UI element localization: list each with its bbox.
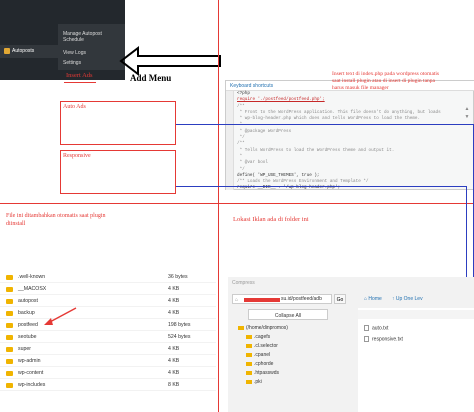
tree-item[interactable]: .htpasswds xyxy=(246,370,279,376)
insert-text-note: Insert text di index.php pada wordpress … xyxy=(332,71,440,91)
path-redaction xyxy=(244,298,280,302)
auto-ads-label: Auto Ads xyxy=(63,104,86,110)
folder-icon xyxy=(238,325,244,330)
compress-button[interactable]: Compress xyxy=(232,280,255,286)
tree-item[interactable]: .cpanel xyxy=(246,352,270,358)
horizontal-divider xyxy=(0,203,474,204)
code-line: * xyxy=(237,153,243,159)
code-line: */ xyxy=(237,166,245,172)
folder-icon xyxy=(246,370,252,375)
responsive-box: Responsive xyxy=(60,150,176,194)
folder-icon xyxy=(6,347,13,352)
folder-icon xyxy=(6,383,13,388)
submenu-view-logs[interactable]: View Logs xyxy=(63,50,86,56)
collapse-all-button[interactable]: Collapse All xyxy=(248,309,328,320)
up-one-level-button[interactable]: ↑ Up One Lev xyxy=(392,296,423,302)
file-list-header xyxy=(358,310,474,319)
folder-icon xyxy=(6,335,13,340)
cpanel-file-manager: Compress ⌂ su.id/postfeed/adb Go Collaps… xyxy=(228,277,474,412)
folder-icon xyxy=(246,361,252,366)
code-line: * Front to the WordPress application. Th… xyxy=(237,109,441,115)
tree-item[interactable]: .cl.selector xyxy=(246,343,278,349)
folder-icon xyxy=(6,299,13,304)
editor-scroll-controls[interactable]: ▲▼ xyxy=(464,106,470,120)
code-line: * Tells WordPress to load the WordPress … xyxy=(237,147,395,153)
file-icon xyxy=(364,325,369,331)
keyboard-shortcuts-link[interactable]: Keyboard shortcuts xyxy=(230,83,274,89)
code-line: * @package WordPress xyxy=(237,128,292,134)
code-line: <?php xyxy=(237,91,250,96)
code-line: */ xyxy=(237,135,245,141)
code-line: /** xyxy=(237,141,245,147)
location-note: Lokasi Iklan ada di folder ini xyxy=(233,216,309,223)
line-gutter xyxy=(226,91,234,190)
file-responsive-txt[interactable]: responsive.txt xyxy=(364,336,403,342)
arrow-left-icon xyxy=(119,45,221,76)
path-input[interactable]: ⌂ su.id/postfeed/adb xyxy=(232,294,332,304)
folder-icon xyxy=(6,287,13,292)
responsive-label: Responsive xyxy=(63,153,91,159)
connector-responsive-top xyxy=(176,186,466,187)
plugin-icon xyxy=(4,48,10,54)
folder-icon xyxy=(246,379,252,384)
up-arrow-icon: ↑ xyxy=(392,296,396,302)
menu-item-autoposts[interactable]: Autoposts xyxy=(0,45,58,58)
folder-icon xyxy=(246,352,252,357)
menu-item-label: Autoposts xyxy=(12,48,35,54)
code-line: * @var bool xyxy=(237,160,268,166)
code-line: * wp-blog-header.php which does and tell… xyxy=(237,116,421,122)
autopost-submenu: Manage Autopost Schedule View Logs Setti… xyxy=(58,24,125,70)
tree-item[interactable]: .cagefs xyxy=(246,334,270,340)
connector-auto-ads xyxy=(176,124,474,125)
file-auto-txt[interactable]: auto.txt xyxy=(364,325,388,331)
auto-ads-box: Auto Ads xyxy=(60,101,176,145)
add-menu-label: Add Menu xyxy=(130,73,172,83)
code-line: /** xyxy=(237,103,245,109)
code-lines: <?php require './postfeed/postfeed.php';… xyxy=(237,91,441,192)
code-line: require __DIR__ . '/wp-blog-header.php'; xyxy=(237,185,341,191)
folder-icon xyxy=(246,334,252,339)
code-editor[interactable]: Keyboard shortcuts <?php require './post… xyxy=(225,80,474,190)
tree-root[interactable]: (/home/dinpromos) xyxy=(238,325,288,331)
tree-item[interactable]: .pki xyxy=(246,379,262,385)
insert-ads-underline xyxy=(64,82,96,83)
file-icon xyxy=(364,336,369,342)
code-line-require-postfeed: require './postfeed/postfeed.php'; xyxy=(237,97,325,103)
home-button[interactable]: ⌂ Home xyxy=(364,296,382,302)
folder-icon xyxy=(246,343,252,348)
submenu-settings[interactable]: Settings xyxy=(63,60,82,66)
files-note: File ini ditambahkan otomatis saat plugi… xyxy=(6,213,106,227)
tree-item[interactable]: .cphorde xyxy=(246,361,273,367)
go-button[interactable]: Go xyxy=(334,294,346,304)
vertical-divider xyxy=(218,0,219,412)
folder-icon xyxy=(6,359,13,364)
folder-icon xyxy=(6,323,13,328)
arrow-to-postfeed-icon xyxy=(44,307,77,325)
folder-icon xyxy=(6,371,13,376)
file-list-panel: auto.txt responsive.txt xyxy=(358,308,474,412)
home-icon: ⌂ xyxy=(235,297,239,303)
code-line: /** Loads the WordPress Environment and … xyxy=(237,179,369,185)
code-line: define( 'WP_USE_THEMES', true ); xyxy=(237,172,320,178)
submenu-manage-schedule[interactable]: Manage Autopost Schedule xyxy=(63,31,102,43)
folder-icon xyxy=(6,311,13,316)
home-icon: ⌂ xyxy=(364,296,369,302)
insert-ads-label: Insert Ads xyxy=(66,72,93,79)
folder-icon xyxy=(6,275,13,280)
connector-responsive-vert xyxy=(466,186,467,342)
